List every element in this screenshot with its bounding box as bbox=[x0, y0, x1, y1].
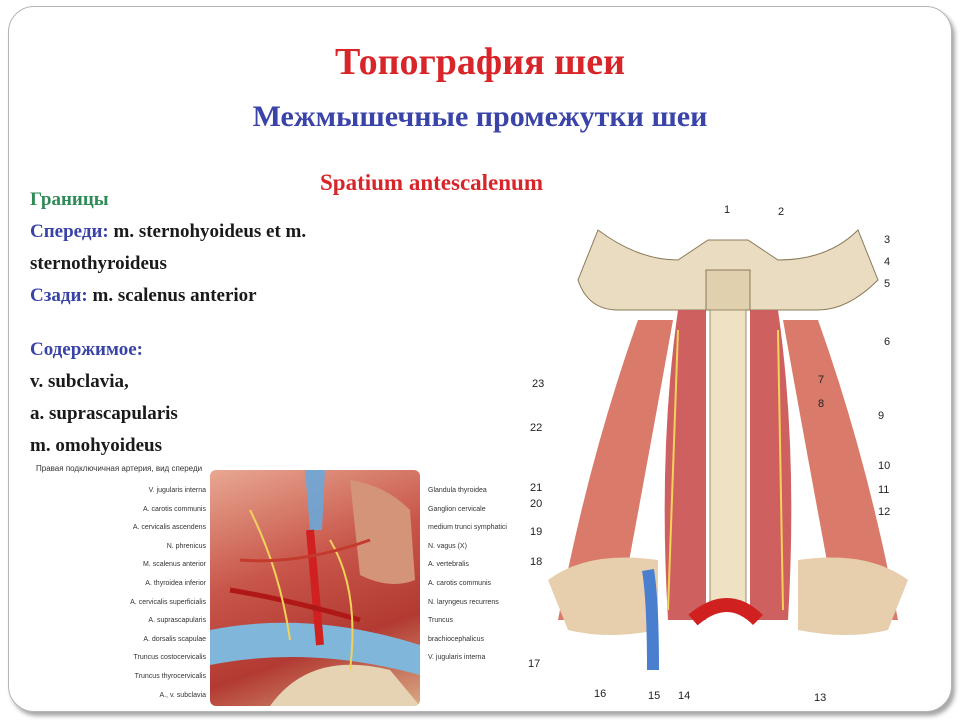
label-15: 15 bbox=[648, 690, 661, 702]
neck-muscles-figure: 1 2 3 4 5 6 7 8 9 10 11 12 13 14 15 16 1… bbox=[528, 200, 908, 710]
figure-left-label-left-7: A. cervicalis superficialis bbox=[130, 598, 206, 606]
figure-left-label-left-6: A. thyroidea inferior bbox=[145, 579, 206, 587]
label-18: 18 bbox=[530, 556, 543, 568]
back-label: Сзади: bbox=[30, 285, 88, 306]
figure-left-label-left-9: A. dorsalis scapulae bbox=[143, 635, 206, 643]
label-2: 2 bbox=[778, 206, 785, 218]
figure-left-label-left-10: Truncus costocervicalis bbox=[133, 654, 207, 662]
contents-item-1: v. subclavia, bbox=[30, 371, 129, 392]
label-1: 1 bbox=[724, 204, 731, 216]
label-19: 19 bbox=[530, 526, 543, 538]
front-border-line: Спереди: m. sternohyoideus et m. bbox=[30, 216, 460, 248]
figure-left-label-left-12: A., v. subclavia bbox=[159, 691, 206, 699]
label-11: 11 bbox=[878, 484, 890, 496]
figure-left-label-right-3: N. vagus (X) bbox=[428, 542, 467, 550]
back-text: m. scalenus anterior bbox=[87, 285, 257, 306]
front-label: Спереди: bbox=[30, 221, 109, 242]
figure-left-label-left-5: M. scalenus anterior bbox=[142, 561, 206, 569]
figure-left-label-left-1: V. jugularis interna bbox=[148, 487, 206, 494]
label-8: 8 bbox=[818, 398, 825, 410]
label-21: 21 bbox=[530, 482, 543, 494]
contents-heading: Содержимое: bbox=[30, 339, 143, 360]
slide-subtitle: Межмышечные промежутки шеи bbox=[252, 100, 708, 133]
figure-left-label-left-2: A. carotis communis bbox=[142, 505, 206, 513]
section-label: Spatium antescalenum bbox=[320, 170, 543, 195]
label-6: 6 bbox=[884, 336, 891, 348]
figure-left-label-right-8: V. jugularis interna bbox=[428, 654, 486, 662]
figure-left-label-right-2: Ganglion cervicale medium trunci symphat… bbox=[428, 505, 507, 532]
front-text-1: m. sternohyoideus et m. bbox=[108, 221, 307, 242]
figure-left-label-right-4: A. vertebralis bbox=[428, 561, 469, 569]
figure-left-label-left-4: N. phrenicus bbox=[166, 542, 206, 550]
figure-left-caption: Правая подключичная артерия, вид спереди bbox=[36, 464, 203, 473]
contents-item-2: a. suprascapularis bbox=[30, 403, 178, 424]
figure-left-label-right-5: A. carotis communis bbox=[428, 579, 492, 587]
figure-left-label-left-8: A. suprascapularis bbox=[148, 617, 206, 625]
label-20: 20 bbox=[530, 498, 543, 510]
label-4: 4 bbox=[884, 256, 891, 268]
description-text: Границы Спереди: m. sternohyoideus et m.… bbox=[30, 184, 460, 462]
neck-muscles-illustration bbox=[548, 229, 908, 671]
figure-left-label-right-1: Glandula thyroidea bbox=[428, 487, 487, 494]
label-17: 17 bbox=[528, 658, 541, 670]
subclavian-artery-illustration bbox=[210, 470, 420, 706]
figure-left-label-right-6: N. laryngeus recurrens bbox=[428, 598, 499, 606]
figure-left-label-right-7: Truncus brachiocephalicus bbox=[428, 617, 485, 643]
contents-item-3: m. omohyoideus bbox=[30, 435, 162, 456]
label-7: 7 bbox=[818, 374, 825, 386]
label-10: 10 bbox=[878, 460, 891, 472]
borders-heading: Границы bbox=[30, 189, 109, 210]
label-14: 14 bbox=[678, 690, 691, 702]
label-22: 22 bbox=[530, 422, 543, 434]
label-3: 3 bbox=[884, 234, 891, 246]
slide-title: Топография шеи bbox=[334, 41, 625, 83]
back-border-line: Сзади: m. scalenus anterior bbox=[30, 280, 460, 312]
figure-left-label-left-11: Truncus thyrocervicalis bbox=[134, 672, 206, 680]
subclavian-artery-figure: Правая подключичная артерия, вид спереди… bbox=[30, 462, 507, 710]
label-13: 13 bbox=[814, 692, 827, 704]
front-text-2: sternothyroideus bbox=[30, 253, 167, 274]
label-12: 12 bbox=[878, 506, 891, 518]
label-16: 16 bbox=[594, 688, 607, 700]
label-5: 5 bbox=[884, 278, 891, 290]
label-23: 23 bbox=[532, 378, 545, 390]
label-9: 9 bbox=[878, 410, 885, 422]
figure-left-label-left-3: A. cervicalis ascendens bbox=[132, 524, 206, 532]
